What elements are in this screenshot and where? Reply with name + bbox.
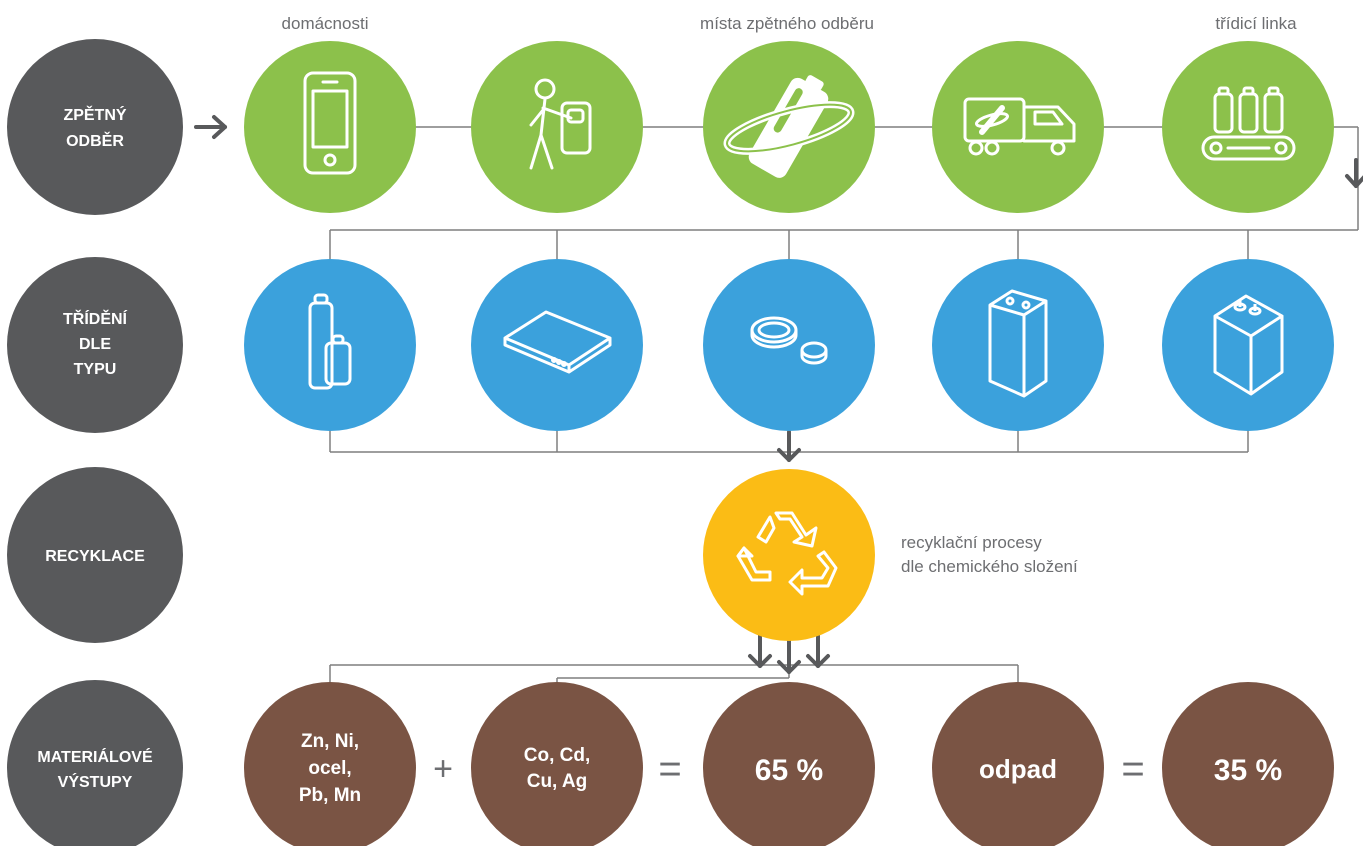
collection-step	[703, 41, 875, 213]
arrow-right-icon	[194, 115, 227, 139]
collection-step	[1162, 41, 1334, 213]
equals-sign: =	[658, 747, 681, 791]
metals2-line2: Cu, Ag	[527, 771, 588, 792]
row-labels: ZPĚTNÝ ODBĚR TŘÍDĚNÍ DLE TYPU RECYKLACE …	[7, 39, 183, 846]
equals-sign: =	[1121, 747, 1144, 791]
prismatic-battery-icon	[988, 289, 1048, 398]
row1-label-line1: ZPĚTNÝ	[63, 105, 126, 124]
row-label-circle	[7, 467, 183, 643]
output-waste-share	[1162, 682, 1334, 846]
metals1-line1: Zn, Ni,	[301, 731, 359, 752]
caption-collection-points: místa zpětného odběru	[700, 14, 874, 33]
outputs-row: Zn, Ni, ocel, Pb, Mn + Co, Cd, Cu, Ag = …	[244, 682, 1334, 846]
battery-type	[932, 259, 1104, 431]
row3-label: RECYKLACE	[45, 548, 145, 565]
metals1-line2: ocel,	[308, 758, 351, 779]
output-recovered	[703, 682, 875, 846]
battery-type	[244, 259, 416, 431]
metals1-line3: Pb, Mn	[299, 785, 361, 806]
output-metals1	[244, 682, 416, 846]
arrow-down-icon	[806, 633, 830, 668]
arrow-down-icon	[777, 638, 801, 674]
captions: domácnosti místa zpětného odběru třídicí…	[282, 14, 1298, 576]
row2-label-line1: TŘÍDĚNÍ	[63, 309, 128, 328]
caption-recycling-line1: recyklační procesy	[901, 533, 1042, 552]
row4-label-line1: MATERIÁLOVÉ	[37, 747, 153, 766]
caption-households: domácnosti	[282, 14, 369, 33]
collection-row	[244, 41, 1334, 213]
arrow-down-icon	[748, 633, 772, 668]
row-label-circle	[7, 257, 183, 433]
battery-type	[1162, 259, 1334, 431]
smartphone-icon	[303, 71, 357, 175]
truck-icon	[963, 97, 1076, 156]
row2-label-line3: TYPU	[74, 361, 117, 378]
conveyor-batteries-icon	[1201, 86, 1296, 161]
caption-recycling-line2: dle chemického složení	[901, 557, 1078, 576]
lead-acid-battery-icon	[1213, 294, 1284, 396]
output-waste	[932, 682, 1104, 846]
row-label-circle	[7, 39, 183, 215]
person-dropping-battery-icon	[529, 78, 592, 170]
button-cells-icon	[750, 316, 828, 365]
collection-step	[244, 41, 416, 213]
arrow-down-icon	[777, 430, 801, 462]
collection-step	[932, 41, 1104, 213]
caption-sorting-line: třídicí linka	[1215, 14, 1297, 33]
battery-type	[471, 259, 643, 431]
flat-battery-pack-icon	[503, 310, 612, 374]
recycle-icon	[736, 511, 838, 596]
recovered-share: 65 %	[755, 754, 823, 787]
waste-share: 35 %	[1214, 754, 1282, 787]
collection-step	[471, 41, 643, 213]
row1-label-line2: ODBĚR	[66, 131, 124, 150]
metals2-line1: Co, Cd,	[524, 745, 591, 766]
waste-label: odpad	[979, 754, 1057, 784]
row-label-circle	[7, 680, 183, 846]
battery-type	[703, 259, 875, 431]
battery-types-row	[244, 259, 1334, 431]
battery-ring-icon	[723, 75, 855, 178]
cylindrical-batteries-icon	[308, 293, 352, 390]
row2-label-line2: DLE	[79, 336, 111, 353]
arrow-down-icon	[1345, 158, 1363, 188]
recycling-step	[703, 469, 875, 641]
output-metals2	[471, 682, 643, 846]
row4-label-line2: VÝSTUPY	[58, 772, 133, 791]
plus-sign: +	[433, 750, 453, 788]
arrows	[194, 115, 1363, 674]
